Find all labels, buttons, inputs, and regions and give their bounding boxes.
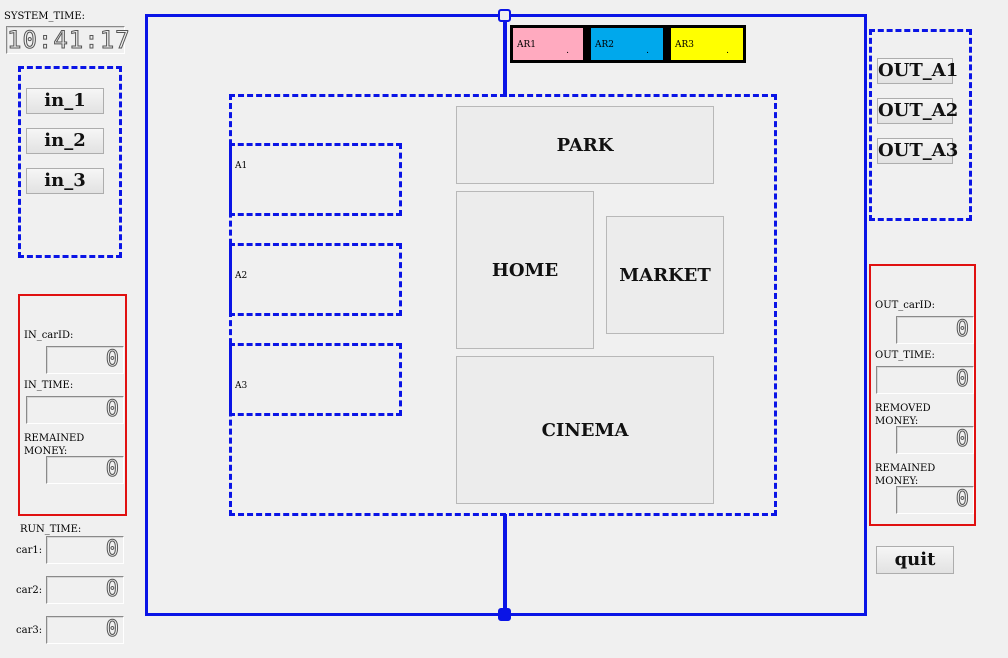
zone-cinema-label: CINEMA <box>541 419 629 441</box>
north-gate-node <box>498 9 511 22</box>
ar1-label: AR1 <box>517 40 537 50</box>
system-time-display: 10:41:17 <box>6 26 131 54</box>
out-remained-label-line2: MONEY: <box>875 476 919 487</box>
zone-park[interactable]: PARK <box>456 106 714 184</box>
in-3-button[interactable]: in_3 <box>26 168 104 194</box>
in-remained-money-display: 0 <box>46 456 124 484</box>
ar1-dot: . <box>566 46 569 56</box>
in-time-label: IN_TIME: <box>24 380 74 391</box>
out-remained-money-display: 0 <box>896 486 974 514</box>
parking-area-a3 <box>229 343 402 416</box>
quit-button[interactable]: quit <box>876 546 954 574</box>
zone-home-label: HOME <box>491 259 559 281</box>
removed-money-display: 0 <box>896 426 974 454</box>
removed-money-label-line2: MONEY: <box>875 416 919 427</box>
zone-home[interactable]: HOME <box>456 191 594 349</box>
south-gate-node <box>498 608 511 621</box>
zone-cinema[interactable]: CINEMA <box>456 356 714 504</box>
system-time-label: SYSTEM_TIME: <box>4 11 86 22</box>
zone-market[interactable]: MARKET <box>606 216 724 334</box>
out-time-display: 0 <box>876 366 974 394</box>
ar1-indicator: AR1 . <box>513 28 583 60</box>
car2-runtime-display: 0 <box>46 576 124 604</box>
car1-runtime-display: 0 <box>46 536 124 564</box>
in-car-id-display: 0 <box>46 346 124 374</box>
in-1-button[interactable]: in_1 <box>26 88 104 114</box>
north-road-connector <box>503 14 507 97</box>
car1-label: car1: <box>16 545 43 556</box>
out-remained-label-line1: REMAINED <box>875 463 936 474</box>
ar2-label: AR2 <box>595 40 615 50</box>
car3-label: car3: <box>16 625 43 636</box>
car3-runtime-display: 0 <box>46 616 124 644</box>
ar3-indicator: AR3 . <box>671 28 743 60</box>
out-buttons-panel <box>869 29 972 221</box>
area-a1-label: A1 <box>235 161 248 171</box>
zone-park-label: PARK <box>556 134 614 156</box>
ar2-dot: . <box>646 46 649 56</box>
ar3-label: AR3 <box>675 40 695 50</box>
car2-label: car2: <box>16 585 43 596</box>
out-a1-button[interactable]: OUT_A1 <box>877 58 958 84</box>
in-remained-label-line2: MONEY: <box>24 446 68 457</box>
in-remained-label-line1: REMAINED <box>24 433 85 444</box>
out-info-panel <box>869 264 976 526</box>
in-buttons-panel <box>18 66 122 258</box>
out-car-id-display: 0 <box>896 316 974 344</box>
out-time-label: OUT_TIME: <box>875 350 935 361</box>
south-road-connector <box>503 514 507 614</box>
removed-money-label-line1: REMOVED <box>875 403 931 414</box>
ar2-indicator: AR2 . <box>591 28 663 60</box>
in-2-button[interactable]: in_2 <box>26 128 104 154</box>
parking-area-a1 <box>229 143 402 216</box>
out-car-id-label: OUT_carID: <box>875 300 935 311</box>
area-a2-label: A2 <box>235 271 248 281</box>
ar3-dot: . <box>726 46 729 56</box>
zone-market-label: MARKET <box>619 264 711 286</box>
out-a2-button[interactable]: OUT_A2 <box>877 98 958 124</box>
in-info-panel <box>18 294 127 516</box>
in-car-id-label: IN_carID: <box>24 330 74 341</box>
in-time-display: 0 <box>26 396 124 424</box>
parking-area-a2 <box>229 243 402 316</box>
out-a3-button[interactable]: OUT_A3 <box>877 138 958 164</box>
area-a3-label: A3 <box>235 381 248 391</box>
run-time-label: RUN_TIME: <box>20 524 82 535</box>
